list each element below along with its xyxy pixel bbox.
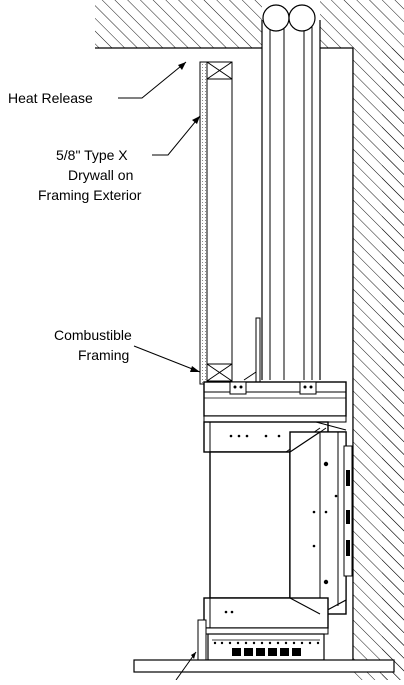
header-assembly (203, 381, 347, 423)
fireplace-base (197, 597, 329, 661)
framing-label-line1: Combustible (54, 327, 132, 343)
chimney-pipe (261, 4, 321, 380)
drywall-label-line3: Framing Exterior (38, 187, 142, 203)
fireplace-body (209, 431, 353, 615)
heat-release-label: Heat Release (8, 90, 93, 106)
floor-platform (133, 651, 395, 681)
drywall-label-line1: 5/8" Type X (56, 147, 128, 163)
framing-label-line2: Framing (78, 347, 129, 363)
framing-column (199, 61, 261, 385)
leader-lines (118, 61, 201, 373)
right-wall-hatch (353, 48, 404, 680)
drywall-label-line2: Drywall on (68, 167, 133, 183)
